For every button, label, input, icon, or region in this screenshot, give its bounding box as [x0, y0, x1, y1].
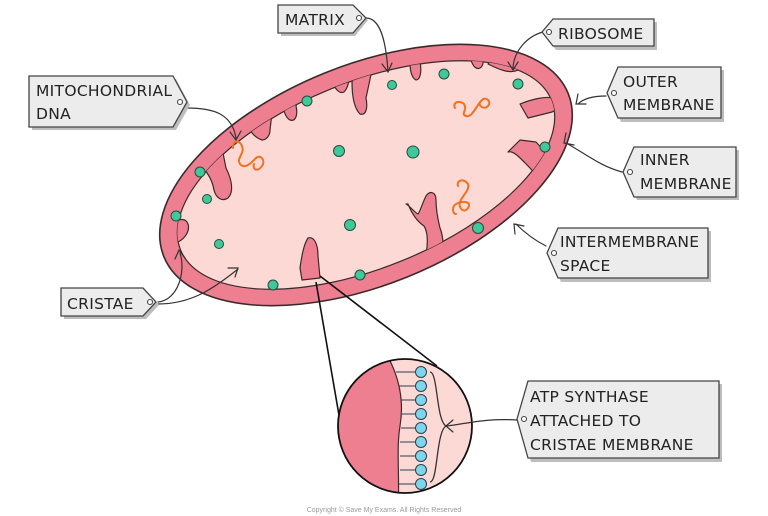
label-cristae-text: CRISTAE: [67, 295, 134, 313]
label-atp-synthase: ATP SYNTHASE ATTACHED TO CRISTAE MEMBRAN…: [516, 380, 722, 462]
label-mitochondrial-dna: MITOCHONDRIAL DNA: [28, 75, 190, 130]
label-cristae: CRISTAE: [60, 287, 159, 319]
label-ribosome: RIBOSOME: [541, 18, 657, 50]
label-inner-membrane-line-1: INNER: [640, 151, 690, 169]
ribosome: [333, 145, 345, 157]
mitochondrial-dna: [231, 97, 491, 215]
zoom-wedge: [315, 275, 438, 422]
label-outer-membrane-line-1: OUTER: [623, 73, 678, 91]
ribosome: [301, 95, 313, 107]
label-intermembrane-space-line-1: INTERMEMBRANE: [560, 233, 699, 251]
label-outer-membrane: OUTER MEMBRANE: [606, 66, 724, 122]
label-intermembrane-space: INTERMEMBRANE SPACE: [546, 227, 711, 282]
ribosome: [472, 222, 484, 234]
copyright-notice: Copyright © Save My Exams. All Rights Re…: [307, 506, 462, 514]
label-atp-synthase-line-1: ATP SYNTHASE: [530, 388, 649, 406]
label-mitochondrial-dna-line-1: MITOCHONDRIAL: [36, 82, 172, 100]
ribosome: [512, 78, 524, 90]
ribosome: [354, 269, 366, 281]
mitochondrion: [158, 43, 574, 307]
ribosome: [170, 210, 182, 222]
ribosome: [387, 80, 397, 90]
ribosome: [194, 166, 206, 178]
ribosome: [214, 239, 224, 249]
label-mitochondrial-dna-line-2: DNA: [36, 105, 71, 123]
label-matrix-text: MATRIX: [285, 11, 345, 29]
ribosome: [202, 194, 212, 204]
label-intermembrane-space-line-2: SPACE: [560, 257, 611, 275]
ribosome: [267, 279, 279, 291]
ribosome: [406, 145, 420, 159]
label-atp-synthase-line-3: CRISTAE MEMBRANE: [530, 436, 694, 454]
label-outer-membrane-line-2: MEMBRANE: [623, 96, 715, 114]
ribosome: [438, 68, 450, 80]
leader-lines: [157, 17, 623, 433]
ribosome: [344, 219, 356, 231]
label-inner-membrane: INNER MEMBRANE: [622, 146, 739, 200]
label-inner-membrane-line-2: MEMBRANE: [640, 175, 732, 193]
label-atp-synthase-line-2: ATTACHED TO: [530, 412, 641, 430]
label-ribosome-text: RIBOSOME: [558, 25, 644, 43]
atp-synthase-particles: [396, 366, 427, 490]
ribosomes: [170, 68, 551, 291]
label-matrix: MATRIX: [277, 4, 368, 36]
ribosome: [539, 141, 551, 153]
